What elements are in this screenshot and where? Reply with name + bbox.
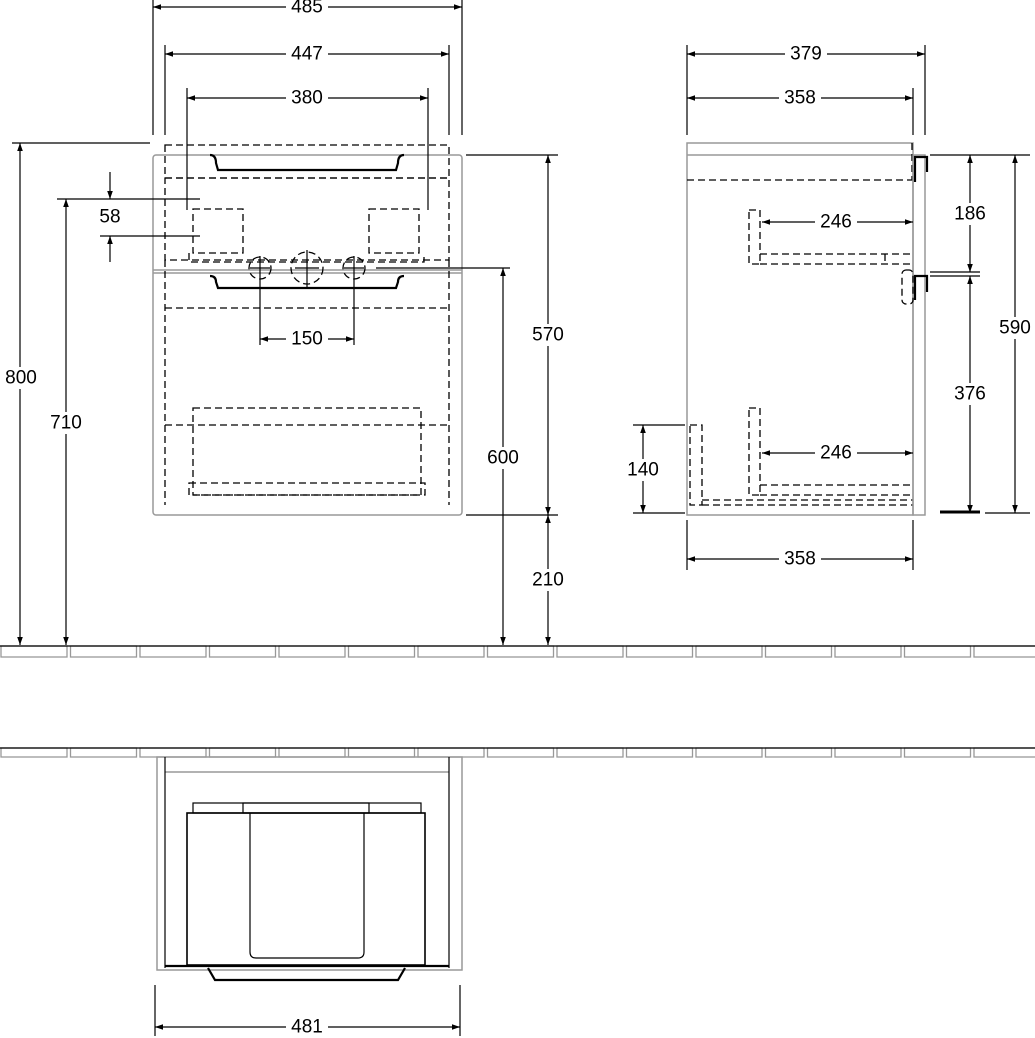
- floor-line-lower: [0, 747, 1035, 758]
- floor-tile: [278, 747, 346, 758]
- dim-top-width: 481: [291, 1017, 323, 1038]
- dim-lower-drawer-height: 376: [954, 384, 986, 405]
- dim-tap-hole-spacing: 150: [291, 329, 323, 350]
- floor-tile: [347, 645, 416, 658]
- floor-tile: [556, 747, 624, 758]
- front-view: [12, 0, 558, 516]
- dim-body-depth: 358: [784, 88, 816, 109]
- floor-tile: [625, 645, 694, 658]
- floor-tile: [973, 747, 1035, 758]
- dim-upper-drawer-height: 186: [954, 204, 986, 225]
- floor-tile: [347, 747, 416, 758]
- dim-cabinet-height: 570: [532, 325, 564, 346]
- dim-inner-width: 447: [291, 44, 323, 65]
- floor-tile: [903, 645, 972, 658]
- dim-bottom-depth: 358: [784, 549, 816, 570]
- floor-tile: [69, 645, 138, 658]
- dim-overall-depth: 379: [790, 44, 822, 65]
- floor-tile: [139, 747, 207, 758]
- floor-tile: [208, 747, 277, 758]
- dim-total-height: 800: [5, 368, 37, 389]
- floor-tile: [486, 645, 555, 658]
- floor-tile: [834, 645, 902, 658]
- floor-tile: [556, 645, 624, 658]
- dim-lower-drawer-depth: 246: [820, 443, 852, 464]
- floor-tile: [695, 645, 763, 658]
- floor-tile: [0, 747, 68, 758]
- dim-fixing-spacing: 380: [291, 88, 323, 109]
- floor-tile: [625, 747, 694, 758]
- dim-overall-width: 485: [291, 0, 323, 18]
- dimension-lines: [17, 4, 1018, 1030]
- floor-tile: [208, 645, 277, 658]
- floor-tile: [139, 645, 207, 658]
- floor-line-upper: [0, 645, 1035, 658]
- top-view: [154, 756, 463, 1036]
- dim-fixing-offset: 58: [99, 207, 120, 228]
- floor-tile: [417, 747, 485, 758]
- side-view: [633, 45, 1030, 570]
- floor-tile: [764, 747, 833, 758]
- floor-tile: [834, 747, 902, 758]
- floor-tile: [0, 645, 68, 658]
- floor-tile: [486, 747, 555, 758]
- dim-siphon-cutout: 140: [627, 460, 659, 481]
- floor-tile: [69, 747, 138, 758]
- floor-tile: [695, 747, 763, 758]
- floor-tile: [973, 645, 1035, 658]
- dim-upper-drawer-depth: 246: [820, 212, 852, 233]
- floor-tile: [764, 645, 833, 658]
- dim-floor-clearance: 210: [532, 570, 564, 591]
- dim-fixing-height: 710: [50, 413, 82, 434]
- dim-waste-height: 600: [487, 448, 519, 469]
- dim-front-height: 590: [999, 318, 1031, 339]
- floor-tile: [278, 645, 346, 658]
- floor-tile: [903, 747, 972, 758]
- floor-tile: [417, 645, 485, 658]
